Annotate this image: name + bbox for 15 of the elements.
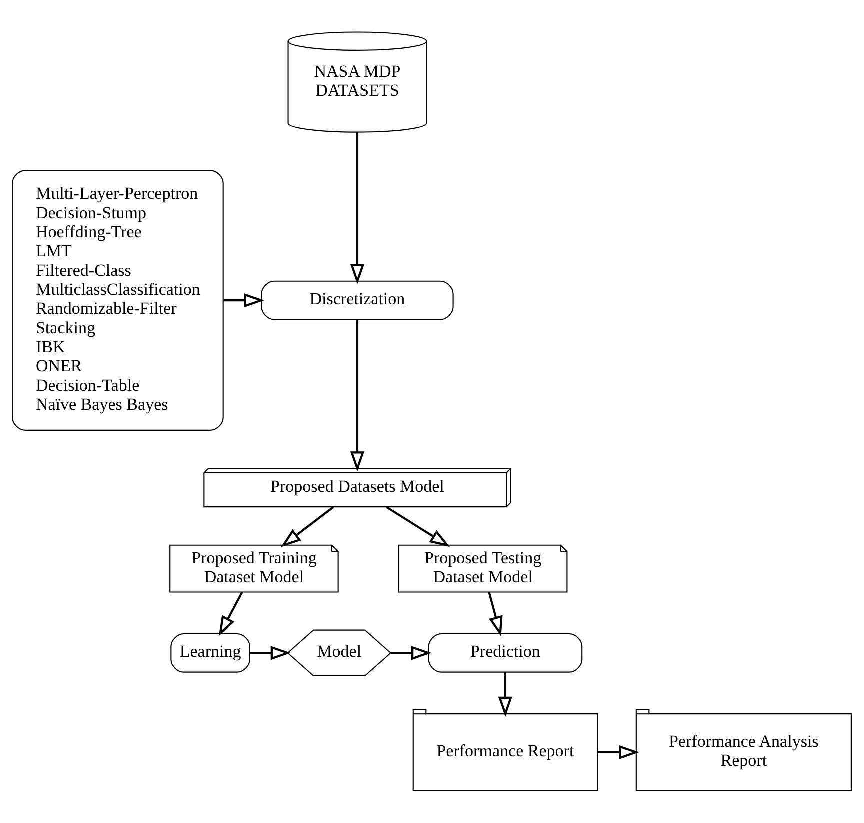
- arrow: [281, 506, 334, 548]
- arrow: [218, 592, 244, 636]
- arrow: [488, 592, 503, 637]
- node-box: Multi-Layer-Perceptron Decision-Stump Hoeffding-Tree LMT Filtered-Class MulticlassClassification Randomizable-Filter Stacking IBK ONER Decision-Table Naïve Bayes Bayes: [12, 170, 224, 431]
- arrow: [386, 506, 450, 548]
- arrow: [598, 745, 640, 760]
- node-box: Prediction: [428, 633, 583, 673]
- node-box: Learning: [170, 633, 250, 673]
- arrow: [350, 132, 365, 285]
- node-box: Discretization: [261, 280, 454, 320]
- arrow: [390, 646, 432, 660]
- arrow: [250, 646, 292, 660]
- arrow: [224, 293, 265, 308]
- arrow: [350, 320, 365, 472]
- arrow: [498, 672, 513, 718]
